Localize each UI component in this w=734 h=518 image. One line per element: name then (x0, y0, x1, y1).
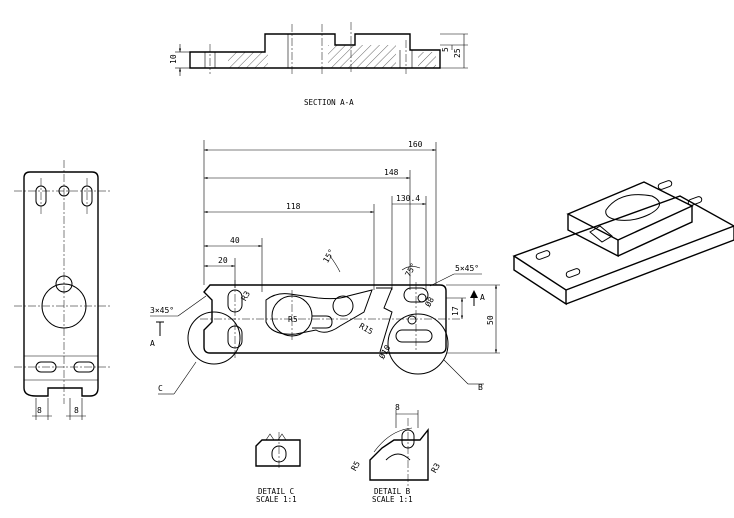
detail-b-scale: SCALE 1:1 (372, 495, 413, 504)
dim-118: 118 (286, 202, 301, 211)
main-view: 160 148 130.4 118 40 20 15° 75° 5×45° 3×… (150, 140, 500, 395)
detail-b-title: DETAIL B (374, 487, 411, 496)
dim-chamfer-5: 5×45° (455, 264, 479, 273)
detail-b-circle (387, 313, 449, 375)
dim-50: 50 (486, 315, 495, 325)
isometric-view (512, 180, 734, 306)
label-dia10: Ø10 (377, 343, 393, 361)
callout-c: C (158, 384, 163, 393)
iso-base-top (512, 195, 734, 291)
side-dim-2: 8 (74, 406, 79, 415)
section-mark-left: A (150, 339, 155, 348)
section-mark-right: A (480, 293, 485, 302)
dim-17: 17 (451, 306, 460, 316)
label-r15: R15 (358, 321, 375, 336)
section-outline (189, 33, 441, 69)
dim-148: 148 (384, 168, 399, 177)
detail-c-scale: SCALE 1:1 (256, 495, 297, 504)
callout-b: B (478, 383, 483, 392)
dim-160: 160 (408, 140, 423, 149)
section-view: 10 5 25 SECTION A-A (169, 22, 468, 107)
dim-thickness: 10 (169, 54, 178, 64)
label-r3: R3 (239, 289, 252, 302)
detail-b-dim-8: 8 (395, 403, 400, 412)
plate-outline (203, 284, 447, 354)
detail-c: DETAIL C SCALE 1:1 (255, 432, 301, 504)
dim-40: 40 (230, 236, 240, 245)
section-title: SECTION A-A (304, 98, 354, 107)
side-outline (23, 171, 99, 397)
label-r5: R5 (288, 315, 298, 324)
detail-c-circle (187, 311, 241, 365)
detail-c-title: DETAIL C (258, 487, 294, 496)
dim-130: 130.4 (396, 194, 420, 203)
dim-chamfer-3: 3×45° (150, 306, 174, 315)
label-dia8: Ø8 (423, 295, 437, 309)
side-dim-1: 8 (37, 406, 42, 415)
section-hatch (328, 45, 396, 68)
dim-step: 5 (441, 47, 450, 52)
dim-height: 25 (453, 48, 462, 58)
section-hatch (418, 52, 436, 68)
detail-b-r3: R3 (429, 461, 442, 474)
side-view: 8 8 (14, 160, 110, 420)
section-hatch (228, 52, 268, 68)
dim-75deg: 75° (403, 261, 418, 278)
dim-20: 20 (218, 256, 228, 265)
detail-b: 8 R5 R3 DETAIL B SCALE 1:1 (349, 403, 442, 504)
detail-b-r5: R5 (349, 459, 362, 472)
